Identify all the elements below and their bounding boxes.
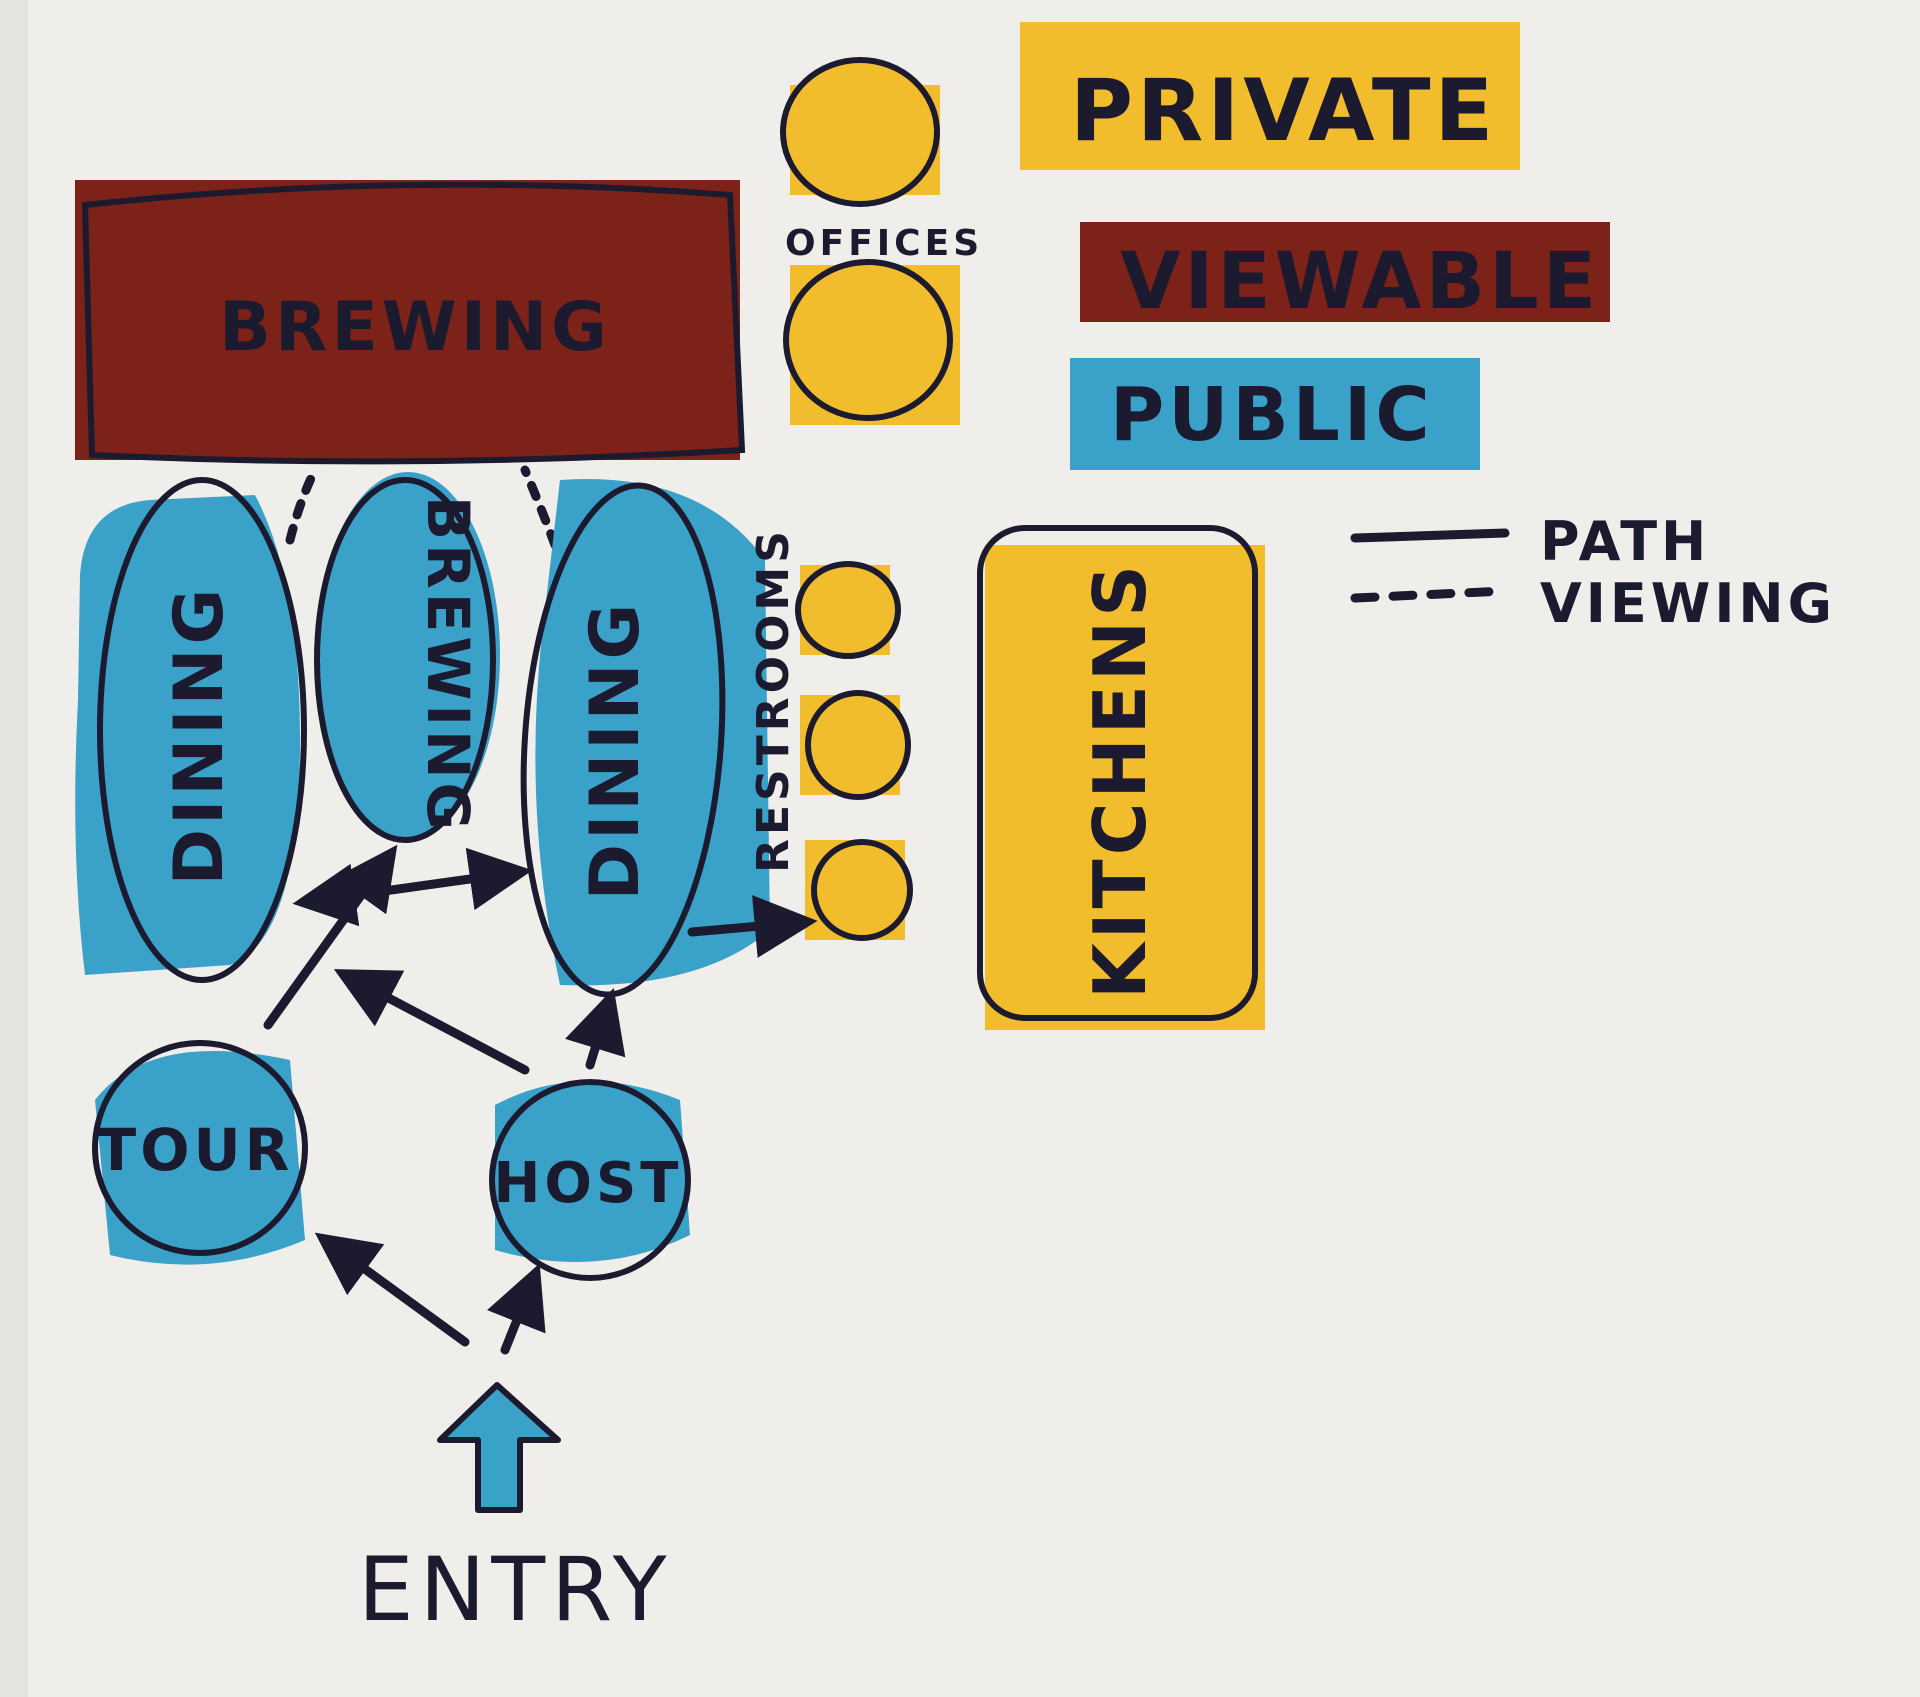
- restrooms-group: RESTROOMS: [748, 527, 913, 941]
- entry-marker: ENTRY: [358, 1382, 672, 1641]
- legend-public-swatch: [1070, 358, 1480, 470]
- dining-left-fill: [75, 495, 300, 975]
- host-label: HOST: [493, 1151, 682, 1216]
- restrooms-label: RESTROOMS: [748, 527, 799, 873]
- path-tour-brewing: [263, 844, 398, 1030]
- path-arrows: [263, 844, 818, 1355]
- dining-right-fill: [535, 479, 770, 986]
- kitchens-fill: [985, 545, 1265, 1030]
- brewing-small-outline: [314, 477, 496, 843]
- legend-private-swatch: [1020, 22, 1520, 170]
- dining-right-label: DINING: [576, 600, 655, 901]
- brewing-label: BREWING: [219, 288, 611, 367]
- tour-label: TOUR: [97, 1116, 294, 1184]
- path-dining-restrooms: [687, 895, 818, 958]
- brewing-small-fill: [316, 472, 500, 838]
- host-fill: [495, 1081, 690, 1262]
- brewing-small-space: BREWING: [314, 472, 500, 843]
- restroom-bubble-3: [811, 839, 913, 941]
- path-host-dining-right: [565, 987, 626, 1070]
- paper-edge: [0, 0, 28, 1697]
- brewing-block: BREWING: [75, 180, 746, 465]
- offices-group: OFFICES: [780, 57, 983, 425]
- legend-path-label: PATH: [1540, 510, 1710, 573]
- legend-viewable-label: VIEWABLE: [1120, 237, 1600, 327]
- path-entry-tour: [314, 1232, 470, 1347]
- offices-label: OFFICES: [785, 223, 983, 264]
- tour-fill: [95, 1051, 305, 1265]
- brewing-fill: [75, 180, 740, 460]
- brewing-outline: [81, 181, 746, 465]
- dining-left-outline: [97, 477, 307, 983]
- host-space: HOST: [489, 1079, 691, 1281]
- viewing-link-brewing-right: [520, 465, 560, 550]
- tour-space: TOUR: [92, 1040, 308, 1265]
- legend-public-label: PUBLIC: [1110, 372, 1434, 458]
- kitchens-outline: [977, 525, 1258, 1021]
- path-dining-left-dining-right: [292, 847, 533, 927]
- restroom-bubble-2: [805, 690, 911, 800]
- kitchens-label: KITCHENS: [1078, 561, 1162, 999]
- kitchens-space: KITCHENS: [977, 525, 1265, 1030]
- legend-viewing-label: VIEWING: [1540, 572, 1836, 635]
- path-entry-host: [487, 1263, 546, 1355]
- path-host-dining-left: [333, 969, 530, 1075]
- host-outline: [489, 1079, 691, 1281]
- legend-private-label: PRIVATE: [1070, 61, 1497, 161]
- restroom-bubble-1: [795, 561, 901, 659]
- office-bubble-1: [780, 57, 940, 207]
- tour-outline: [92, 1040, 308, 1256]
- legend-viewing-line: [1350, 586, 1510, 603]
- viewing-link-brewing-left: [285, 465, 320, 545]
- brewing-small-label: BREWING: [414, 496, 482, 834]
- legend-path-line: [1350, 528, 1510, 543]
- dining-left-label: DINING: [160, 585, 239, 886]
- dining-right-space: DINING: [520, 479, 770, 998]
- office-bubble-2: [783, 259, 953, 421]
- dining-left-space: DINING: [75, 477, 307, 983]
- entry-arrow-icon: [437, 1382, 561, 1513]
- entry-label: ENTRY: [358, 1538, 672, 1641]
- legend: PRIVATE VIEWABLE PUBLIC PATH VIEWING: [1020, 22, 1836, 635]
- legend-viewable-swatch: [1080, 222, 1610, 322]
